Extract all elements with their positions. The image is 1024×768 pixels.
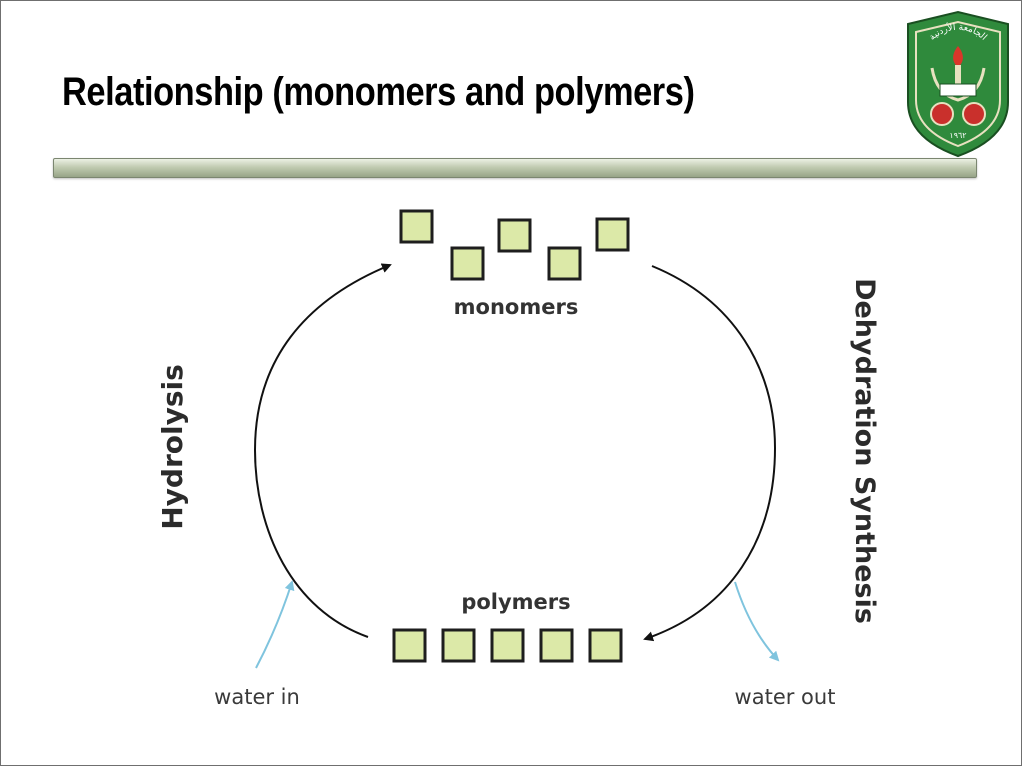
- dehydration-synthesis-label: Dehydration Synthesis: [849, 278, 880, 624]
- polymer-unit: [392, 628, 427, 663]
- monomer-unit: [399, 209, 434, 244]
- polymer-unit: [490, 628, 525, 663]
- torch-handle-icon: [955, 65, 961, 85]
- torch-flame-icon: [953, 46, 963, 66]
- logo-year: ١٩٦٢: [949, 131, 966, 140]
- monomers-label: monomers: [454, 295, 579, 319]
- laurel-wreath-icon: [930, 67, 986, 102]
- monomer-unit: [595, 217, 630, 252]
- polymer-unit: [588, 628, 623, 663]
- slide-title: Relationship (monomers and polymers): [62, 70, 695, 114]
- logo-medallion-right: [962, 102, 986, 126]
- title-divider-bar: [53, 158, 977, 178]
- open-book-icon: [939, 83, 977, 97]
- polymers-label: polymers: [461, 590, 570, 614]
- water-out-label: water out: [735, 685, 836, 709]
- university-logo: الجامعة الأردنية ١٩٦٢: [907, 10, 1009, 158]
- dehydration-synthesis-arrow: [643, 265, 777, 642]
- monomer-unit: [497, 218, 532, 253]
- hydrolysis-arrow: [253, 263, 392, 638]
- polymer-unit: [441, 628, 476, 663]
- monomer-units: [399, 209, 630, 281]
- monomer-unit: [450, 246, 485, 281]
- monomer-unit: [547, 246, 582, 281]
- logo-shield-inner: [915, 20, 1001, 148]
- hydrolysis-label: Hydrolysis: [156, 364, 189, 530]
- logo-medallion-left: [930, 102, 954, 126]
- water-in-arrow: [255, 580, 295, 669]
- water-in-label: water in: [214, 685, 300, 709]
- water-out-arrow: [734, 581, 780, 662]
- polymer-unit: [539, 628, 574, 663]
- polymer-chain: [392, 628, 623, 663]
